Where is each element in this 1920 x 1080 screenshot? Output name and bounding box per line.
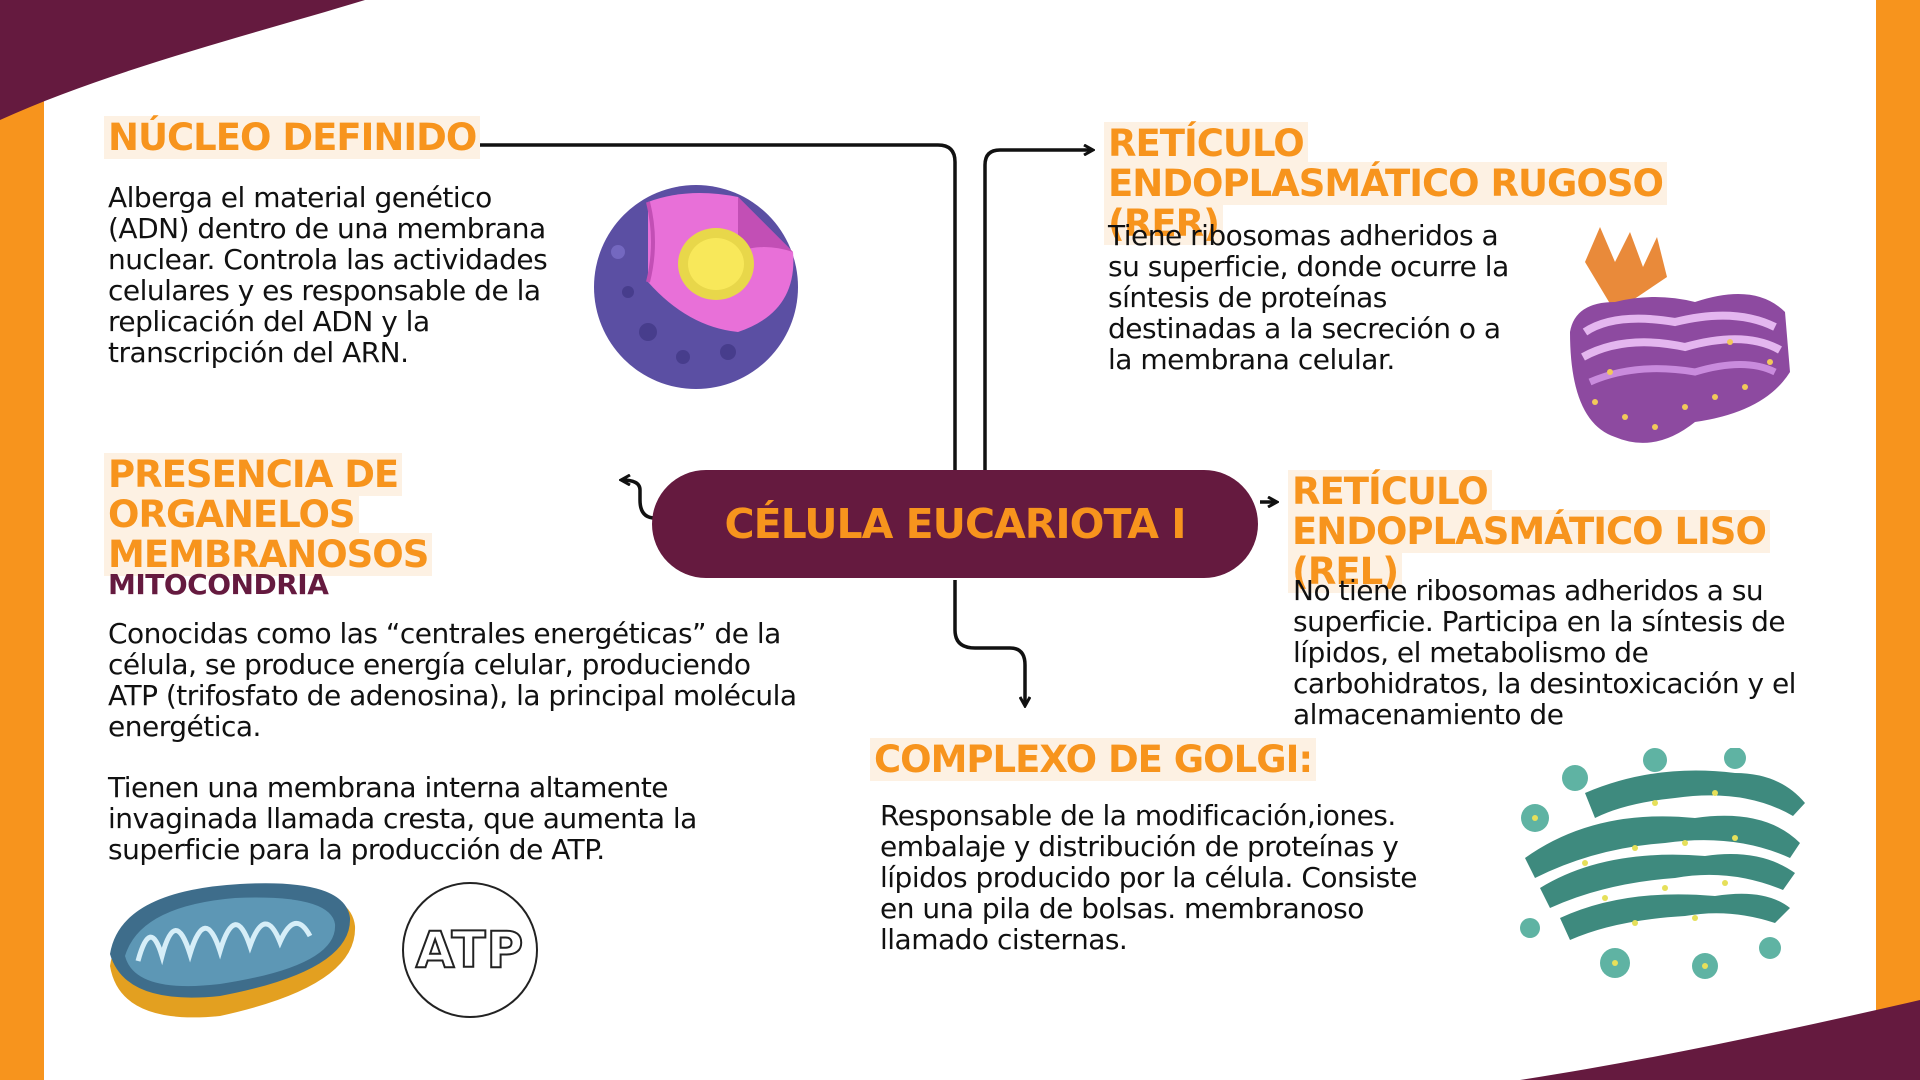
mitocondria-text-2: Tienen una membrana interna altamente in… [108, 771, 697, 866]
rel-text: No tiene ribosomas adheridos a su superf… [1293, 574, 1796, 731]
golgi-icon [1520, 748, 1805, 979]
center-node: CÉLULA EUCARIOTA I [652, 470, 1258, 578]
nucleo-title: NÚCLEO DEFINIDO [104, 116, 481, 159]
rer-title: RETÍCULO ENDOPLASMÁTICO RUGOSO (RER) [1104, 122, 1667, 245]
organelos-title: PRESENCIA DE ORGANELOS MEMBRANOSOS [104, 453, 624, 576]
rel-title: RETÍCULO ENDOPLASMÁTICO LISO (REL) [1288, 470, 1848, 593]
arrow-to-nucleo [462, 145, 957, 470]
nucleus-icon [594, 185, 798, 389]
golgi-title: COMPLEXO DE GOLGI: [870, 738, 1317, 781]
atp-icon: ATP [402, 882, 538, 1018]
arrow-to-rer [983, 150, 1092, 470]
nucleo-text: Alberga el material genético (ADN) dentr… [108, 181, 548, 369]
mitocondria-text-1: Conocidas como las “centrales energética… [108, 617, 797, 743]
mitochondria-icon [110, 883, 356, 1018]
center-label: CÉLULA EUCARIOTA I [724, 500, 1186, 548]
rer-text: Tiene ribosomas adheridos a su superfici… [1108, 219, 1509, 376]
mitocondria-subtitle: MITOCONDRIA [108, 568, 329, 601]
atp-label: ATP [415, 920, 525, 980]
rough-er-icon [1570, 227, 1790, 443]
golgi-text: Responsable de la modificación,iones. em… [880, 799, 1417, 956]
arrow-to-golgi [953, 580, 1025, 705]
arrow-to-organelos [622, 480, 656, 520]
